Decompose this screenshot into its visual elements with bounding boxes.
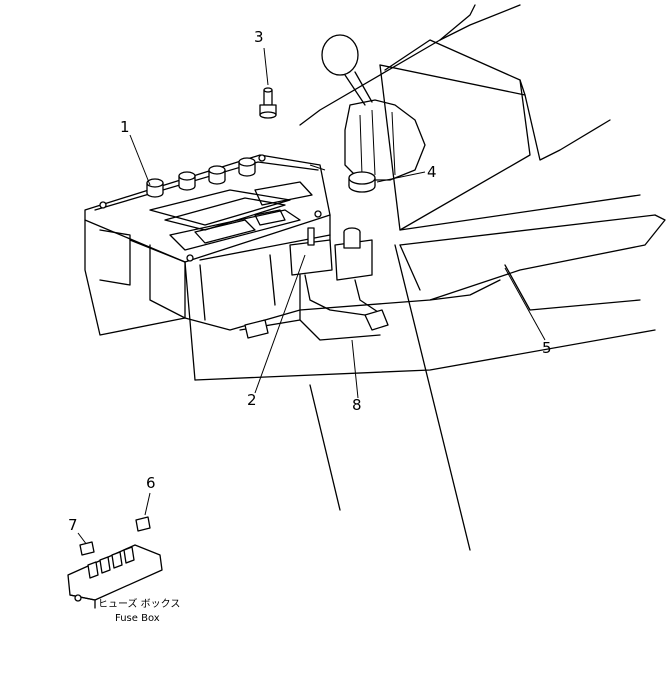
callout-1: 1 xyxy=(120,118,130,136)
joystick-lever xyxy=(321,34,426,181)
toggle-switch-part xyxy=(259,87,277,119)
callout-4: 4 xyxy=(427,163,437,181)
console-housing xyxy=(184,4,666,551)
callout-8: 8 xyxy=(352,396,362,414)
callout-7: 7 xyxy=(68,516,78,534)
switch-wiring xyxy=(239,227,389,341)
fuse-7 xyxy=(79,541,95,556)
callout-3: 3 xyxy=(254,28,264,46)
callout-5: 5 xyxy=(542,339,552,357)
leader-lines xyxy=(77,47,546,546)
callout-2: 2 xyxy=(247,391,257,409)
instrument-panel xyxy=(84,154,331,381)
callout-6: 6 xyxy=(146,474,156,492)
fuse-box-caption-jp: ヒューズ ボックス xyxy=(98,597,180,610)
cap-part xyxy=(348,171,376,193)
fuse-6 xyxy=(135,516,151,532)
fuse-box xyxy=(67,516,163,609)
fuse-box-caption-en: Fuse Box xyxy=(115,613,160,624)
